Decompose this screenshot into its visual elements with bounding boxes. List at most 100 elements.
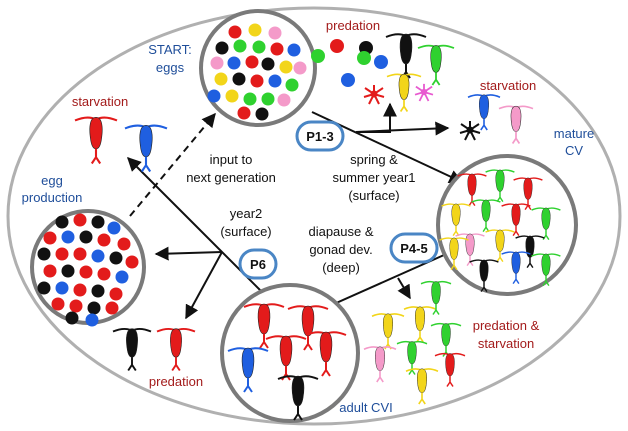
copepod-icon bbox=[386, 73, 422, 112]
copepod-icon bbox=[112, 327, 152, 372]
egg-production-circle bbox=[30, 209, 146, 327]
copepod-icon bbox=[156, 327, 196, 372]
input-next-gen-label-1: input to bbox=[210, 152, 253, 167]
pill-p6-label: P6 bbox=[250, 257, 266, 272]
copepod-icon bbox=[501, 251, 531, 284]
predation-dot bbox=[357, 51, 371, 65]
egg-dot bbox=[261, 57, 275, 71]
dead-copepod-icon bbox=[414, 83, 434, 102]
egg-dot bbox=[91, 284, 105, 298]
egg-dot bbox=[233, 39, 247, 53]
copepod-icon bbox=[227, 347, 269, 393]
copepod-icon bbox=[74, 116, 118, 165]
predation-bottom-label: predation bbox=[149, 374, 203, 389]
diapause-label-1: diapause & bbox=[308, 224, 373, 239]
egg-dot bbox=[210, 56, 224, 70]
egg-dot bbox=[109, 251, 123, 265]
egg-dot bbox=[277, 93, 291, 107]
egg-dot bbox=[287, 43, 301, 57]
copepod-icon bbox=[430, 322, 462, 357]
copepod-icon bbox=[277, 375, 319, 421]
labels: START: eggs predation starvation starvat… bbox=[22, 18, 595, 415]
copepod-icon bbox=[439, 237, 469, 270]
dead-copepods bbox=[363, 83, 481, 141]
copepod-icon bbox=[371, 313, 405, 350]
egg-dot bbox=[73, 247, 87, 261]
egg-dot bbox=[215, 41, 229, 55]
copepod-icon bbox=[471, 199, 501, 232]
egg-dot bbox=[214, 72, 228, 86]
egg-dot bbox=[55, 215, 69, 229]
egg-production-sub-label: production bbox=[22, 190, 83, 205]
copepod-icon bbox=[467, 94, 501, 131]
egg-dot bbox=[243, 92, 257, 106]
copepod-icon bbox=[403, 306, 437, 343]
egg-dot bbox=[51, 297, 65, 311]
year2-label-1: year2 bbox=[230, 206, 263, 221]
diapause-label-2: gonad dev. bbox=[309, 242, 372, 257]
starvation-right-label: starvation bbox=[480, 78, 536, 93]
spring-label-2: summer year1 bbox=[332, 170, 415, 185]
egg-dot bbox=[245, 55, 259, 69]
egg-dot bbox=[79, 230, 93, 244]
copepod-icon bbox=[501, 203, 531, 236]
egg-dot bbox=[270, 42, 284, 56]
arrow-to-egg-production bbox=[154, 246, 223, 261]
arrow-egg-prod-to-eggs bbox=[129, 112, 216, 217]
copepod-icon bbox=[531, 253, 561, 286]
copepod-icon bbox=[305, 331, 347, 377]
predation-dot bbox=[374, 55, 388, 69]
copepod-icon bbox=[513, 177, 543, 210]
copepod-icon bbox=[385, 33, 427, 79]
egg-dot bbox=[43, 264, 57, 278]
egg-production-label: egg bbox=[41, 173, 63, 188]
egg-dot bbox=[255, 107, 269, 121]
predation-dot bbox=[341, 73, 355, 87]
egg-dot bbox=[268, 74, 282, 88]
egg-dot bbox=[43, 231, 57, 245]
loose-copepods bbox=[74, 33, 534, 405]
start-label: START: bbox=[148, 42, 192, 57]
arrow-to-starvation-right bbox=[355, 121, 450, 136]
egg-dot bbox=[237, 106, 251, 120]
start-sub-label: eggs bbox=[156, 60, 185, 75]
egg-dot bbox=[225, 89, 239, 103]
mature-cv-sub-label: CV bbox=[565, 143, 583, 158]
egg-dot bbox=[268, 26, 282, 40]
egg-dot bbox=[125, 255, 139, 269]
egg-dot bbox=[37, 281, 51, 295]
copepod-icon bbox=[124, 124, 168, 173]
spring-label-3: (surface) bbox=[348, 188, 399, 203]
egg-dot bbox=[232, 72, 246, 86]
eggs-circle bbox=[199, 9, 317, 127]
egg-dot bbox=[79, 265, 93, 279]
predation-dots bbox=[311, 39, 388, 87]
copepod-icon bbox=[515, 235, 545, 268]
outer-ellipse bbox=[6, 6, 622, 426]
copepod-icon bbox=[396, 340, 428, 375]
copepod-icon bbox=[405, 368, 439, 405]
mature-cv-circle bbox=[436, 154, 578, 296]
starvation-left-label: starvation bbox=[72, 94, 128, 109]
dead-copepod-icon bbox=[459, 121, 481, 141]
copepod-icon bbox=[531, 207, 561, 240]
egg-dot bbox=[248, 23, 262, 37]
egg-dot bbox=[227, 56, 241, 70]
egg-dot bbox=[61, 230, 75, 244]
egg-dot bbox=[55, 247, 69, 261]
egg-dot bbox=[107, 221, 121, 235]
egg-dot bbox=[97, 267, 111, 281]
egg-dot bbox=[97, 233, 111, 247]
copepod-icon bbox=[469, 259, 499, 292]
egg-dot bbox=[279, 60, 293, 74]
egg-dot bbox=[61, 264, 75, 278]
egg-dot bbox=[250, 74, 264, 88]
year2-label-2: (surface) bbox=[220, 224, 271, 239]
egg-dot bbox=[109, 287, 123, 301]
predation-dot bbox=[330, 39, 344, 53]
copepod-icon bbox=[243, 303, 285, 349]
egg-dot bbox=[228, 25, 242, 39]
pill-p45: P4-5 bbox=[389, 232, 439, 264]
pill-p45-label: P4-5 bbox=[400, 241, 427, 256]
